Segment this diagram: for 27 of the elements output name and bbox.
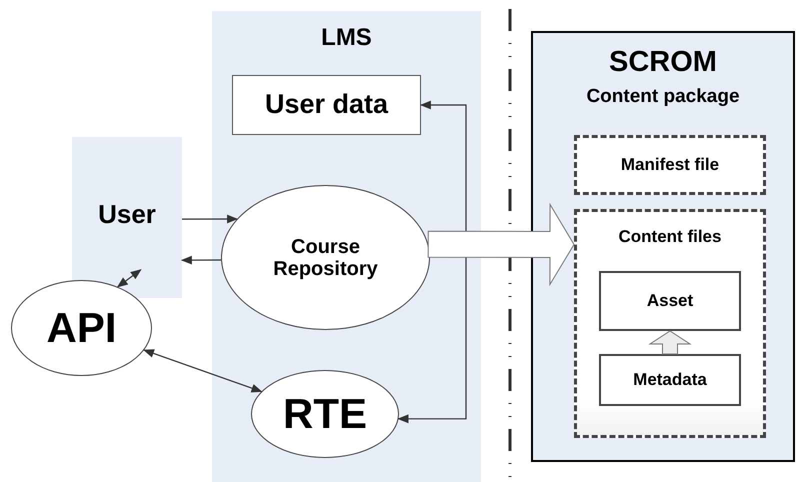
node-label: Asset bbox=[646, 292, 694, 310]
node-label: Content package bbox=[586, 86, 740, 108]
node-label: RTE bbox=[283, 390, 367, 438]
node-label: Content files bbox=[618, 228, 722, 247]
lms-panel bbox=[212, 11, 481, 482]
node-label: Manifest file bbox=[620, 156, 720, 174]
arrow bbox=[397, 100, 467, 424]
arrow bbox=[116, 269, 142, 288]
arrow bbox=[143, 349, 262, 392]
node-label: API bbox=[46, 304, 116, 352]
user-panel bbox=[72, 137, 182, 298]
node-label: LMS bbox=[321, 25, 372, 52]
heading: SCROM bbox=[609, 47, 717, 79]
node-label: User data bbox=[264, 90, 388, 120]
node-label: Course Repository bbox=[272, 236, 379, 280]
arrow bbox=[182, 214, 238, 224]
block-arrow bbox=[648, 330, 692, 354]
metadata-box bbox=[599, 354, 741, 406]
dashed-box bbox=[574, 209, 766, 438]
block-arrow bbox=[428, 202, 575, 286]
package-box bbox=[531, 31, 795, 462]
dashed-box bbox=[574, 135, 766, 195]
data-box bbox=[232, 75, 421, 135]
asset-box bbox=[599, 271, 741, 331]
arrow bbox=[180, 256, 222, 265]
node-label: Metadata bbox=[633, 370, 707, 390]
node-label: User bbox=[98, 200, 156, 229]
